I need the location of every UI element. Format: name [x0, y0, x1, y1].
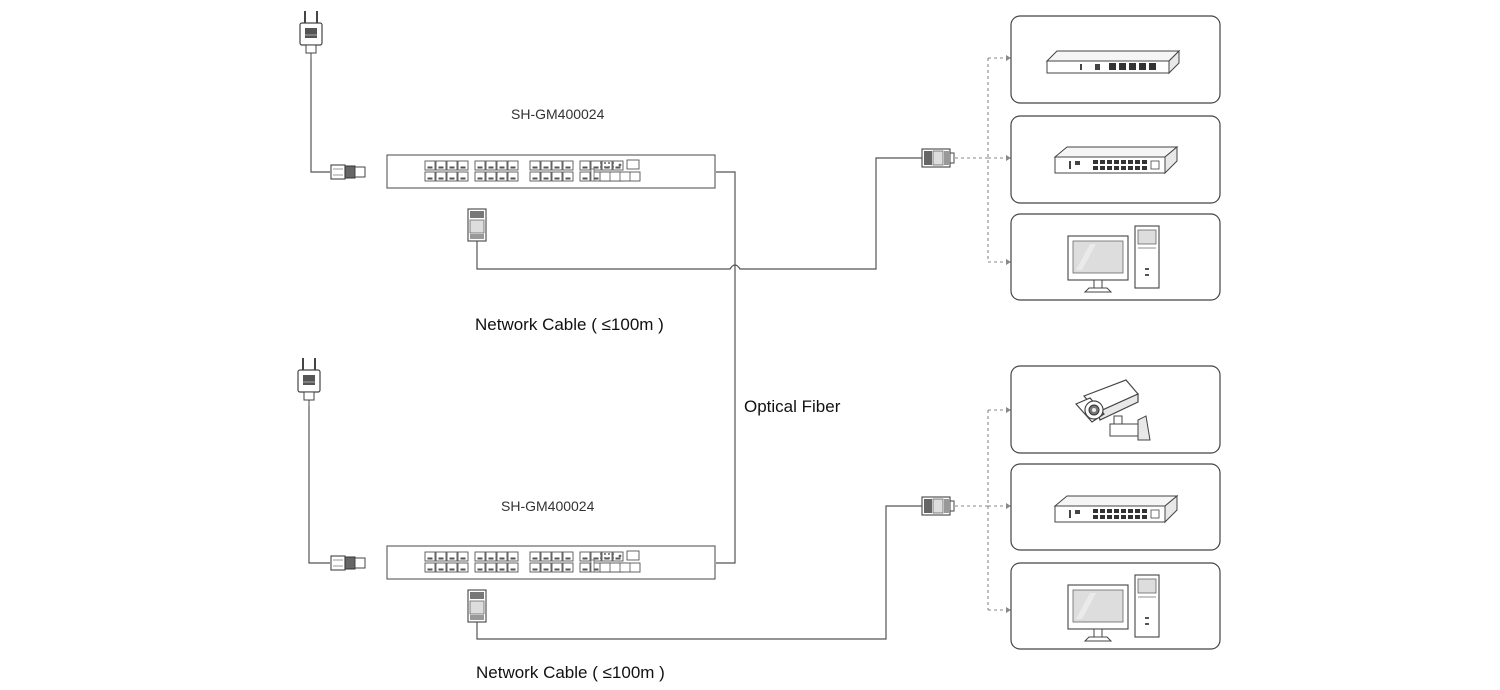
top-section: [299, 10, 1221, 564]
power-plug-icon: [297, 357, 321, 407]
power-connector-icon: [330, 555, 366, 571]
switch-model-label: SH-GM400024: [511, 106, 605, 122]
network-cable-top: [476, 157, 922, 270]
main-switch-top: [387, 155, 715, 188]
optical-fiber-line: [716, 171, 736, 564]
optical-fiber-label: Optical Fiber: [744, 397, 841, 416]
switch-icon: [1054, 495, 1178, 523]
router-icon: [1046, 50, 1180, 74]
main-switch-bottom: [387, 546, 715, 579]
power-cable: [310, 59, 330, 173]
media-connector-icon: [921, 148, 955, 168]
dotted-links-top: [955, 57, 1006, 263]
network-cable-label: Network Cable ( ≤100m ): [476, 663, 665, 682]
power-plug-icon: [299, 10, 323, 60]
switch-model-label: SH-GM400024: [501, 498, 595, 514]
power-cable: [308, 406, 330, 564]
power-connector-icon: [330, 164, 366, 180]
sfp-module-icon: [467, 208, 487, 242]
bottom-section: [297, 357, 1221, 650]
sfp-module-icon: [467, 589, 487, 623]
dotted-links-bottom: [955, 409, 1006, 611]
media-connector-icon: [921, 496, 955, 516]
network-cable-label: Network Cable ( ≤100m ): [475, 315, 664, 334]
network-cable-bottom: [476, 505, 922, 640]
switch-icon: [1054, 146, 1178, 174]
